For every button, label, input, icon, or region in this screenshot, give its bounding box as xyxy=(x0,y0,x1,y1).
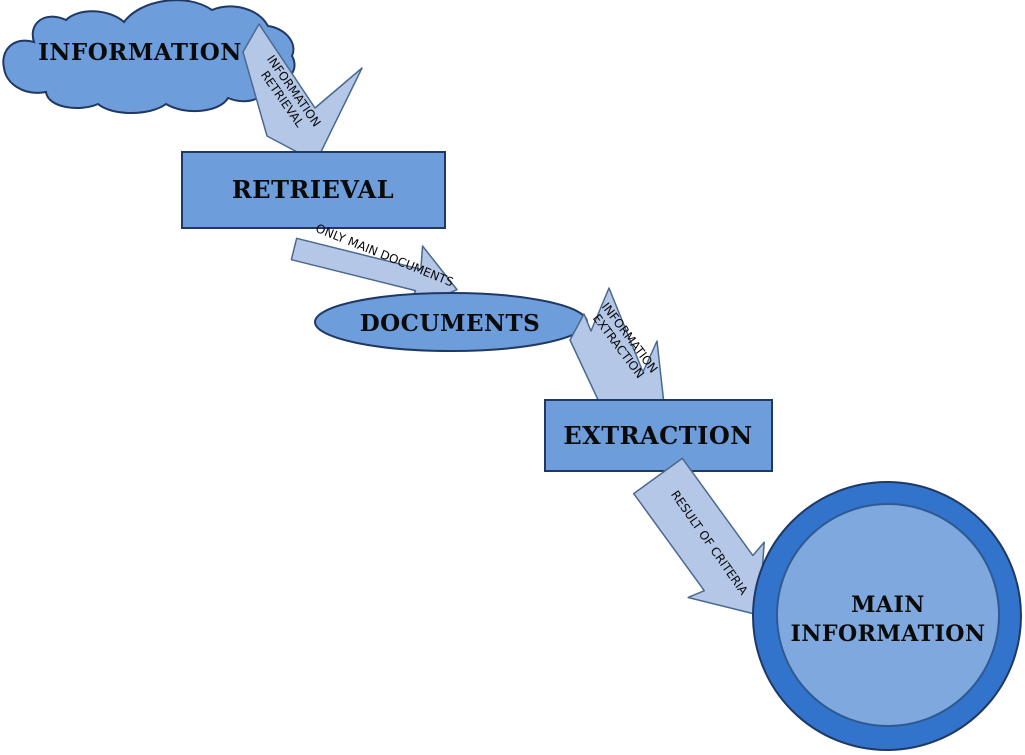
extraction-label: EXTRACTION xyxy=(563,421,752,450)
extraction-rectangle xyxy=(544,399,773,472)
cloud-label: INFORMATION xyxy=(38,39,242,66)
retrieval-rectangle xyxy=(181,151,446,229)
documents-label: DOCUMENTS xyxy=(360,310,541,337)
retrieval-label: RETRIEVAL xyxy=(232,175,394,204)
arrow-information-retrieval xyxy=(242,23,363,163)
main-information-label: MAIN INFORMATION xyxy=(790,592,985,647)
cloud-shape xyxy=(2,0,296,114)
arrow-result-of-criteria xyxy=(632,457,765,616)
main-information-inner-circle xyxy=(776,503,1000,727)
main-information-label-line2: INFORMATION xyxy=(790,621,985,647)
main-information-label-line1: MAIN xyxy=(851,592,925,618)
